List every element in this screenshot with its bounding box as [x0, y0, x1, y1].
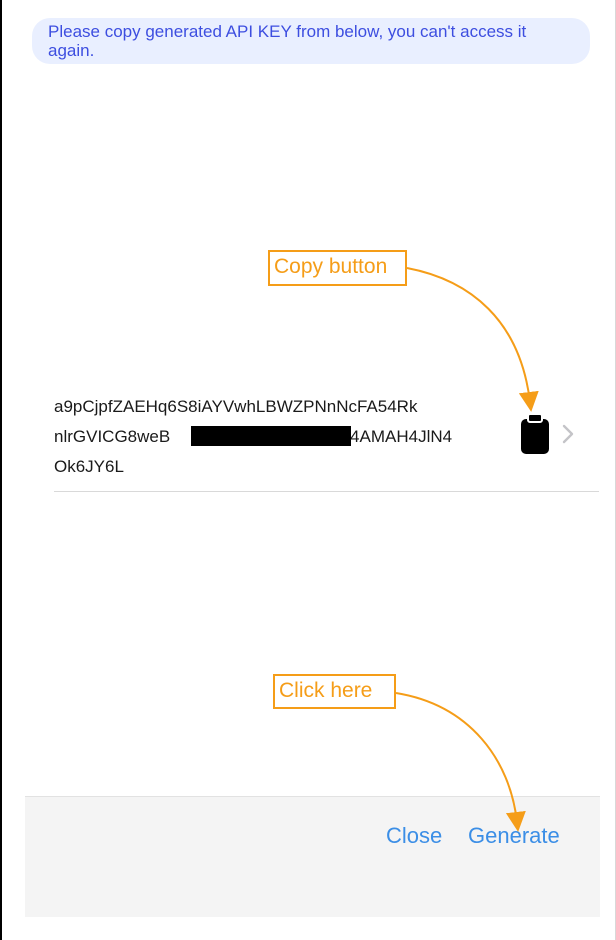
clipboard-icon[interactable] [520, 414, 550, 454]
api-key-line-3: Ok6JY6L [54, 457, 124, 476]
copy-arrow [406, 267, 539, 412]
left-edge-line [0, 0, 2, 940]
close-button[interactable]: Close [386, 823, 443, 848]
chevron-right-icon [562, 424, 574, 444]
api-key-row[interactable]: a9pCjpfZAEHq6S8iAYVwhLBWZPNnNcFA54Rk nlr… [54, 388, 599, 492]
click-here-callout: Click here [273, 674, 396, 709]
api-key-value: a9pCjpfZAEHq6S8iAYVwhLBWZPNnNcFA54Rk nlr… [54, 392, 504, 482]
api-key-line-2-end: 3rf4AMAH4JlN4 [330, 427, 453, 446]
api-key-line-2-start: nlrGVICG8weB [54, 427, 171, 446]
copy-button-callout: Copy button [268, 250, 407, 286]
api-key-notice: Please copy generated API KEY from below… [32, 18, 590, 64]
redaction-bar [191, 426, 351, 446]
notice-text: Please copy generated API KEY from below… [48, 22, 527, 60]
api-key-line-1: a9pCjpfZAEHq6S8iAYVwhLBWZPNnNcFA54Rk [54, 397, 418, 416]
generate-button[interactable]: Generate [468, 823, 560, 848]
dialog-footer: Close Generate [25, 796, 600, 917]
